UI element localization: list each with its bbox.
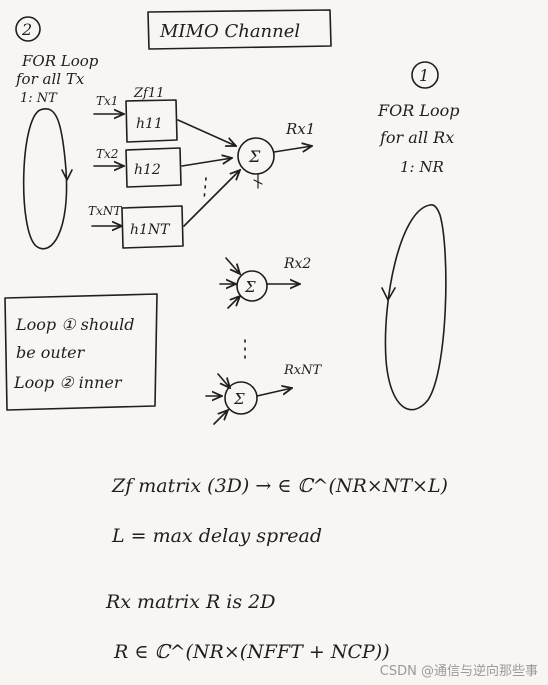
channel-block-diagram: Zf11 Tx1 Tx2 TxNT h11 h12 h1NT Σ Rx1 Σ <box>88 86 322 425</box>
rxnt-output-arrow <box>256 388 292 397</box>
output-rx1: Rx1 <box>285 120 315 138</box>
loop2-ellipse <box>22 108 68 250</box>
h12-to-sum-arrow <box>181 158 232 167</box>
zf-label: Zf11 <box>133 86 164 101</box>
eq-r-dimensions: R ∈ ℂ^(NR×(NFFT + NCP)) <box>113 641 390 663</box>
page-title: MIMO Channel <box>159 21 300 42</box>
channel-h11: h11 <box>136 116 163 132</box>
eq-delay-spread: L = max delay spread <box>111 525 322 547</box>
sum2-input-c <box>227 296 240 309</box>
loop-order-note: Loop ① should be outer Loop ② inner <box>4 293 158 411</box>
title-box: MIMO Channel <box>147 9 332 50</box>
csdn-watermark: CSDN @通信与逆向那些事 <box>379 664 538 679</box>
h1nt-to-sum-arrow <box>183 170 240 227</box>
tx-input-1: Tx1 <box>96 94 118 108</box>
loop2-number: 2 <box>21 20 32 39</box>
note-line1: Loop ① should <box>15 315 134 334</box>
loop1-line2: for all Rx <box>379 128 454 147</box>
loop2-line3: 1: NT <box>20 91 58 106</box>
note-line3: Loop ② inner <box>13 373 123 392</box>
loop1-line3: 1: NR <box>400 158 444 176</box>
note-line2: be outer <box>16 343 86 362</box>
loop1-ellipse <box>384 204 447 411</box>
channel-box-h12 <box>125 147 182 188</box>
note-frame <box>4 293 158 411</box>
eq-rx-matrix: Rx matrix R is 2D <box>105 591 276 613</box>
loop2-line1: FOR Loop <box>21 52 99 70</box>
tx-input-2: Tx2 <box>96 147 118 161</box>
channel-h1nt: h1NT <box>130 222 171 238</box>
sum-symbol-nt: Σ <box>233 390 245 408</box>
sum-node-rx2 <box>236 270 268 302</box>
sum-symbol-1: Σ <box>248 147 261 166</box>
channel-h12: h12 <box>134 162 161 178</box>
eq-zf-matrix: Zf matrix (3D) → ∈ ℂ^(NR×NT×L) <box>111 475 448 497</box>
channel-box-h11 <box>125 99 178 143</box>
output-rx2: Rx2 <box>283 256 311 272</box>
loop2-group: 2 FOR Loop for all Tx 1: NT <box>15 16 99 250</box>
loop1-number: 1 <box>419 66 429 85</box>
tx-input-nt: TxNT <box>88 204 122 218</box>
output-rxnt: RxNT <box>283 363 322 378</box>
sum2-input-a <box>225 257 240 274</box>
loop1-arrow <box>381 287 396 301</box>
loop1-line1: FOR Loop <box>377 101 459 120</box>
loop1-number-circle <box>411 61 439 89</box>
noise-input-1 <box>253 173 263 189</box>
h11-to-sum-arrow <box>177 119 236 146</box>
channel-box-h1nt <box>121 205 184 249</box>
loop2-arrow <box>61 169 73 181</box>
sum-symbol-2: Σ <box>244 278 256 296</box>
sum-node-rx1 <box>237 137 275 175</box>
sumnt-input-a <box>217 373 230 388</box>
title-frame <box>147 9 332 50</box>
sumnt-input-c <box>213 410 228 425</box>
equations: Zf matrix (3D) → ∈ ℂ^(NR×NT×L) L = max d… <box>105 475 448 663</box>
loop1-group: 1 FOR Loop for all Rx 1: NR <box>377 61 459 411</box>
loop2-line2: for all Tx <box>15 70 85 88</box>
loop2-number-circle <box>15 16 41 42</box>
dots-between-paths <box>203 177 207 201</box>
rx1-output-arrow <box>273 146 312 153</box>
sum-node-rxnt <box>224 381 258 415</box>
